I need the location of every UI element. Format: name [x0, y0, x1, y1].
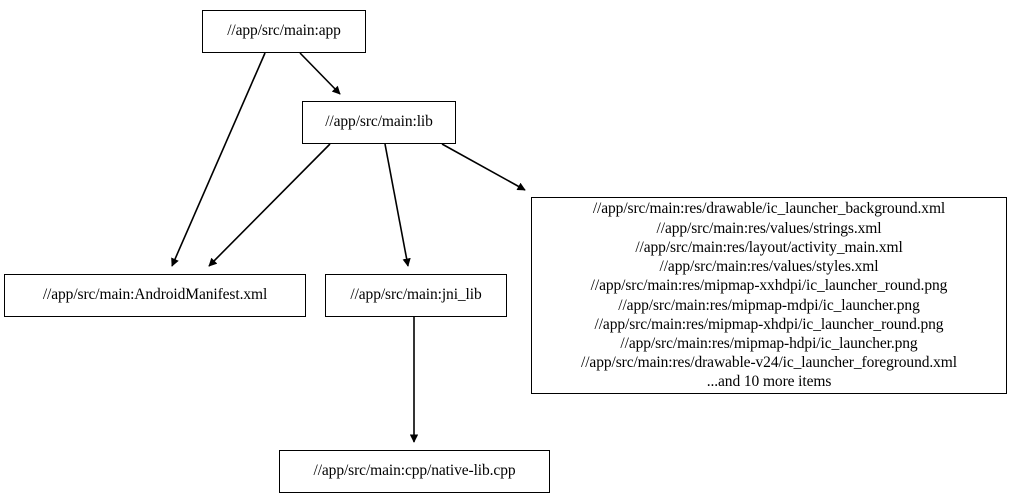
edge-lib-to-manifest — [208, 143, 331, 267]
edge-lib-to-jni-lib — [384, 143, 411, 267]
graph-node-app-label: //app/src/main:app — [227, 22, 341, 40]
graph-node-native-lib-cpp-label: //app/src/main:cpp/native-lib.cpp — [313, 462, 516, 480]
graph-node-resources[interactable]: //app/src/main:res/drawable/ic_launcher_… — [531, 197, 1007, 394]
graph-node-jni-lib-label: //app/src/main:jni_lib — [350, 286, 482, 304]
graph-node-android-manifest-label: //app/src/main:AndroidManifest.xml — [42, 286, 268, 304]
graph-node-jni-lib[interactable]: //app/src/main:jni_lib — [325, 274, 507, 317]
graph-node-resources-label: //app/src/main:res/drawable/ic_launcher_… — [581, 200, 957, 391]
graph-node-lib[interactable]: //app/src/main:lib — [302, 101, 456, 144]
edge-lib-to-resources — [441, 143, 526, 191]
graph-node-app[interactable]: //app/src/main:app — [202, 10, 366, 53]
graph-node-lib-label: //app/src/main:lib — [325, 113, 433, 131]
edge-app-to-manifest — [171, 52, 266, 267]
graph-node-native-lib-cpp[interactable]: //app/src/main:cpp/native-lib.cpp — [279, 450, 550, 493]
graph-node-android-manifest[interactable]: //app/src/main:AndroidManifest.xml — [4, 274, 306, 317]
edge-app-to-lib — [299, 52, 341, 95]
